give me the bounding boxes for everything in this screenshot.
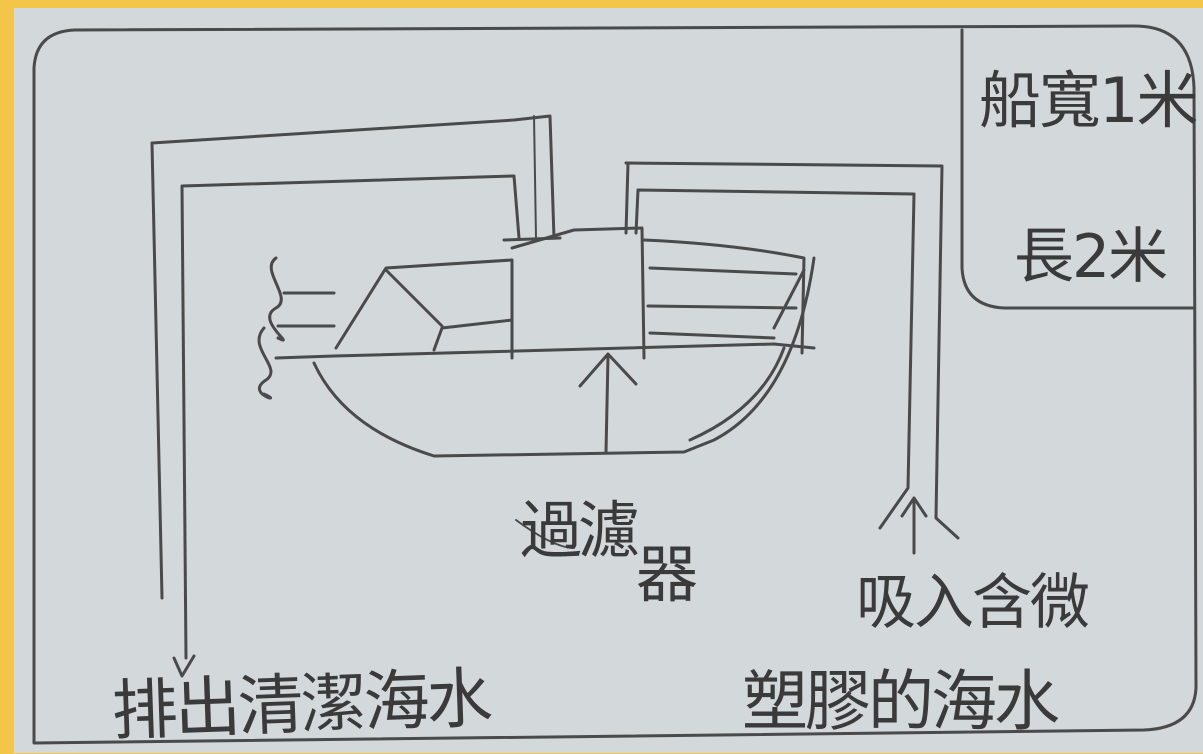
inlet-pipe-outer bbox=[624, 161, 960, 540]
outlet-pipe-outer bbox=[150, 114, 556, 600]
filter-label-part-a: 過濾 bbox=[520, 494, 640, 567]
propeller-top bbox=[268, 256, 285, 342]
cabin-left-slope bbox=[384, 268, 444, 328]
outlet-arrow bbox=[172, 654, 196, 678]
hull-inner bbox=[688, 346, 786, 442]
paper-sheet: 船寬1米 長2米 過濾器 排出清潔海水 吸入含微 塑膠的海水 bbox=[14, 8, 1203, 753]
outlet-pipe-cap bbox=[502, 236, 562, 242]
boat-length-label: 長2米 bbox=[1014, 222, 1168, 292]
filter-arrow bbox=[578, 352, 638, 454]
cabin-right-lines bbox=[646, 266, 798, 340]
filter-label: 過濾器 bbox=[520, 480, 698, 611]
boat-sketch bbox=[32, 24, 1198, 745]
cabin-right-slope bbox=[772, 268, 806, 330]
outlet-label: 排出清潔海水 bbox=[110, 659, 491, 750]
outer-frame bbox=[32, 24, 1198, 745]
boat-width-label: 船寬1米 bbox=[979, 64, 1198, 137]
filter-bracket bbox=[515, 519, 575, 549]
cabin-right bbox=[642, 238, 806, 355]
cabin-left-window bbox=[432, 318, 514, 352]
inlet-pipe-inner bbox=[634, 188, 916, 530]
hull bbox=[312, 256, 816, 458]
inlet-label-line2: 塑膠的海水 bbox=[742, 663, 1060, 740]
inlet-arrow bbox=[900, 496, 928, 555]
outlet-pipe-inner bbox=[180, 174, 521, 660]
inlet-label-line1: 吸入含微 bbox=[856, 568, 1090, 638]
outlet-pipe-side bbox=[533, 115, 537, 239]
inlet-pipe-side bbox=[624, 161, 630, 235]
cabin-mid bbox=[510, 226, 646, 360]
filter-label-part-b: 器 bbox=[636, 538, 698, 611]
propeller-bottom bbox=[257, 326, 273, 400]
cabin-left bbox=[334, 258, 514, 360]
deck-lower bbox=[276, 291, 336, 328]
info-box-border bbox=[960, 28, 1196, 310]
deck-line bbox=[274, 342, 816, 360]
